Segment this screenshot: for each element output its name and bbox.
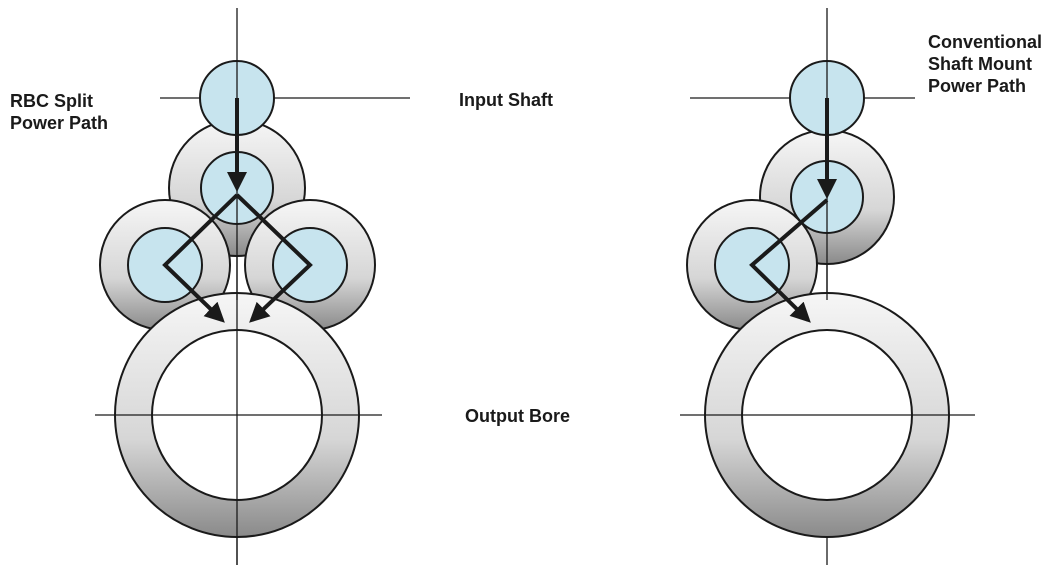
input-shaft-label: Input Shaft [459, 90, 553, 110]
left-power-path-split-right-arrow [235, 193, 313, 323]
conventional-title-line-1: Conventional [928, 32, 1043, 52]
conventional-assembly [680, 8, 975, 565]
conventional-title-line-3: Power Path [928, 76, 1027, 96]
conventional-title-line-2: Shaft Mount [928, 54, 1032, 74]
rbc-split-title: RBC Split Power Path [10, 90, 108, 134]
rbc-split-title-line-1: RBC Split [10, 91, 93, 111]
rbc-split-title-line-2: Power Path [10, 113, 109, 133]
left-power-path-split-left-arrow [162, 193, 239, 323]
output-bore-label: Output Bore [465, 406, 570, 426]
rbc-split-assembly [95, 8, 410, 565]
conventional-title: Conventional Shaft Mount Power Path [928, 31, 1042, 97]
right-power-path-transfer-arrow [749, 198, 829, 323]
